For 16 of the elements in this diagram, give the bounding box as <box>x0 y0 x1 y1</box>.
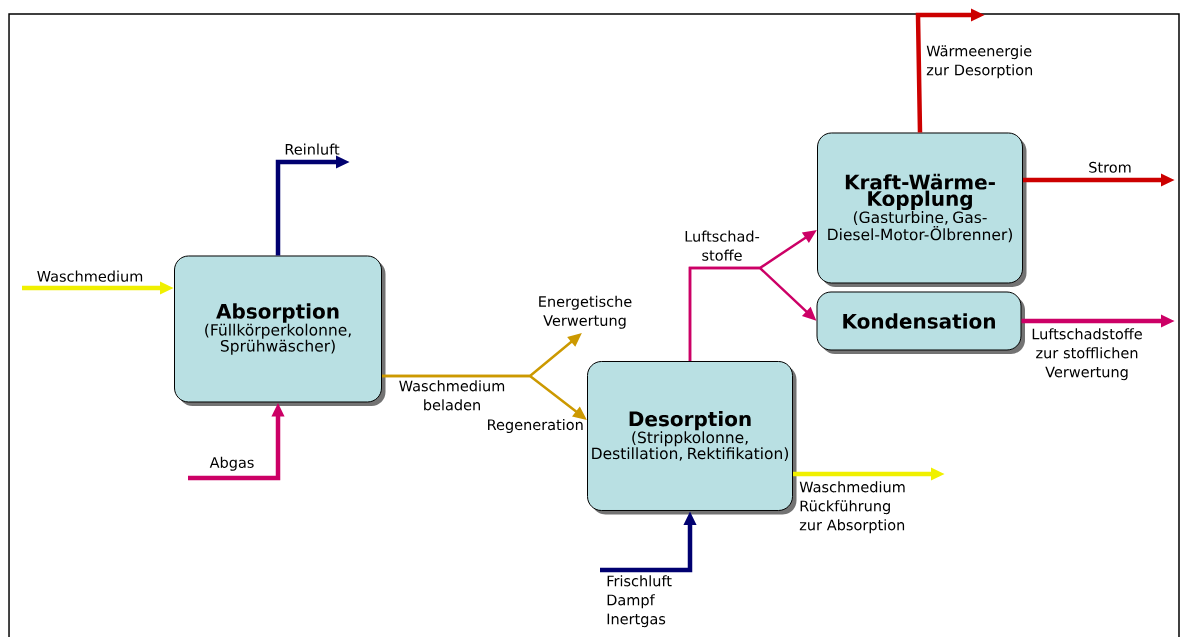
edge-label: Energetische Verwertung <box>539 295 632 329</box>
flow-label: Waschmedium beladen <box>399 380 505 411</box>
process-box: Desorption (Strippkolonne, Destillation, Rektifikation) <box>587 361 797 515</box>
process-box: Kraft-Wärme-Kopplung (Gasturbine, Gas-Diesel-Motor-Ölbrenner) <box>817 132 1027 287</box>
edge-label: Wärmeenergie zur Desorption <box>926 45 1033 79</box>
edge-label: Luftschadstoffe zur stofflichen Verwertung <box>1032 328 1142 381</box>
process-box: Absorption (Füllkörperkolonne, Sprühwäscher) <box>174 255 386 406</box>
process-box: Kondensation <box>816 291 1025 354</box>
edge-label: Waschmedium <box>37 270 143 282</box>
flow-label: Luftschad- stoffe <box>685 230 760 261</box>
edge-label: Regeneration <box>488 418 583 433</box>
edge-label: Waschmedium Rückführung zur Absorption <box>799 481 905 534</box>
edge-label: Strom <box>1089 161 1131 173</box>
edge-label: Reinluft <box>285 143 340 155</box>
edge-label: Frischluft Dampf Inertgas <box>607 575 672 628</box>
edge-label: Abgas <box>209 456 254 471</box>
